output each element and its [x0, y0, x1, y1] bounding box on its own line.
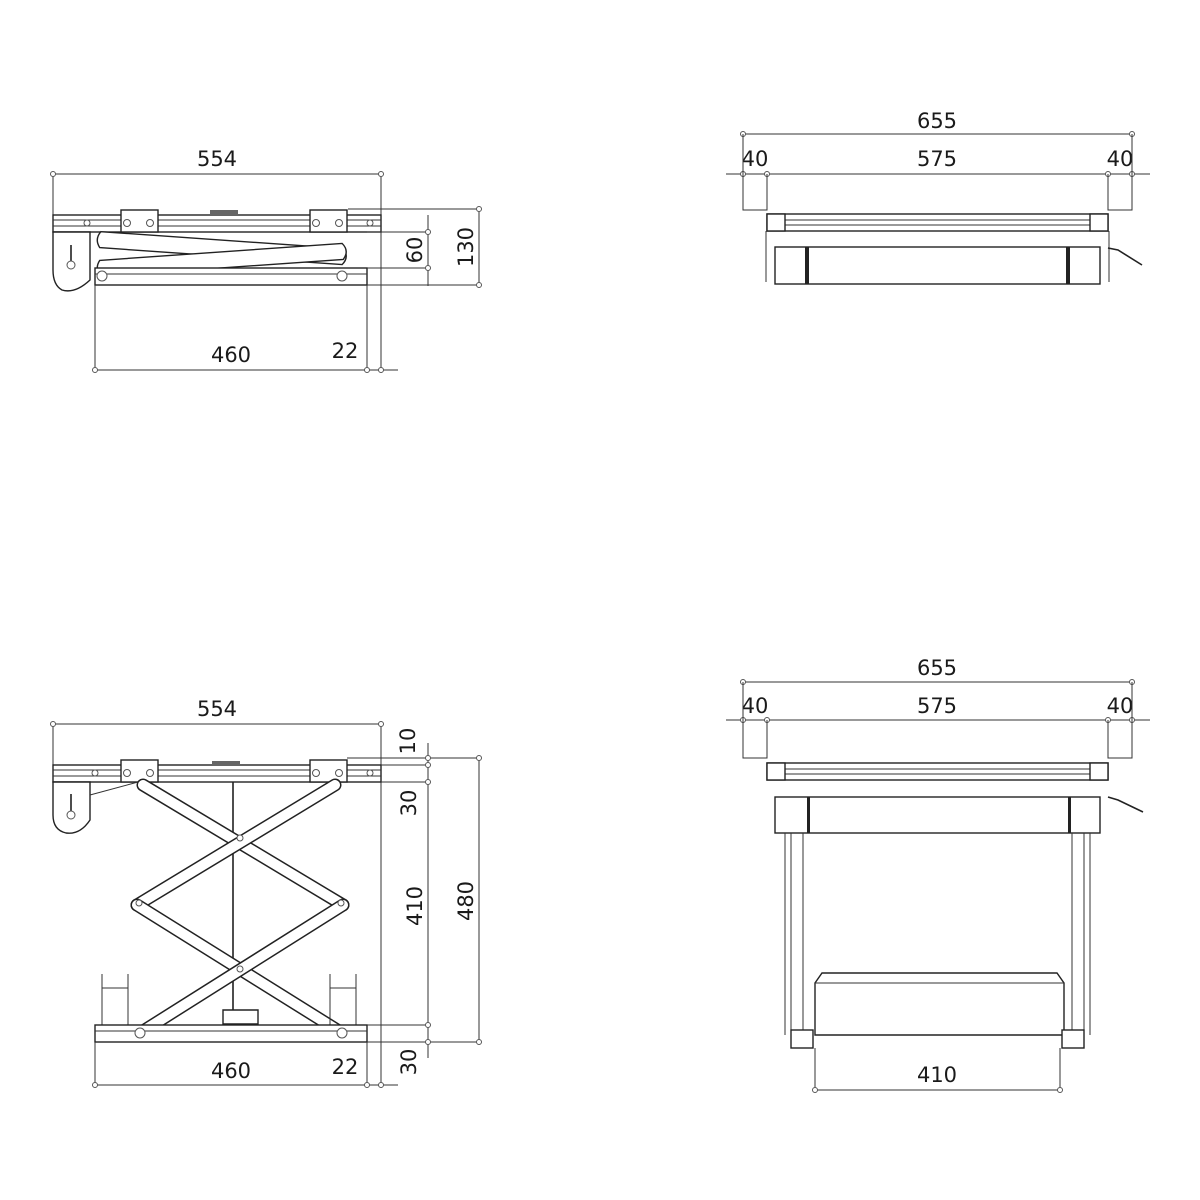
side-view-extended: 554: [50, 697, 482, 1088]
dim-tray-width: 410: [917, 1063, 957, 1087]
dim-total-height: 130: [454, 227, 478, 267]
front-view-collapsed: 655 40 575 40: [726, 109, 1150, 285]
dim-base-width: 460: [211, 1059, 251, 1083]
side-view-collapsed: 554 60 130 460 22: [50, 147, 482, 373]
dim-overall-width: 554: [197, 147, 237, 171]
dim-bottom-frame: 30: [397, 1049, 421, 1076]
dim-inner-height: 60: [403, 237, 427, 264]
dim-right-margin: 40: [1107, 147, 1134, 171]
dim-offset: 22: [332, 339, 359, 363]
dim-overall-width: 655: [917, 109, 957, 133]
dim-left-margin: 40: [742, 694, 769, 718]
dim-total-height: 480: [454, 881, 478, 921]
dim-overall-width: 554: [197, 697, 237, 721]
dim-inner-width: 575: [917, 147, 957, 171]
dim-top-frame: 30: [397, 790, 421, 817]
dim-right-margin: 40: [1107, 694, 1134, 718]
dim-inner-width: 575: [917, 694, 957, 718]
dim-base-width: 460: [211, 343, 251, 367]
dim-top-gap: 10: [396, 728, 420, 755]
dim-overall-width: 655: [917, 656, 957, 680]
front-view-extended: 655 40 575 40 410: [726, 656, 1150, 1093]
dim-left-margin: 40: [742, 147, 769, 171]
dim-scissor-height: 410: [403, 886, 427, 926]
dim-offset: 22: [332, 1055, 359, 1079]
